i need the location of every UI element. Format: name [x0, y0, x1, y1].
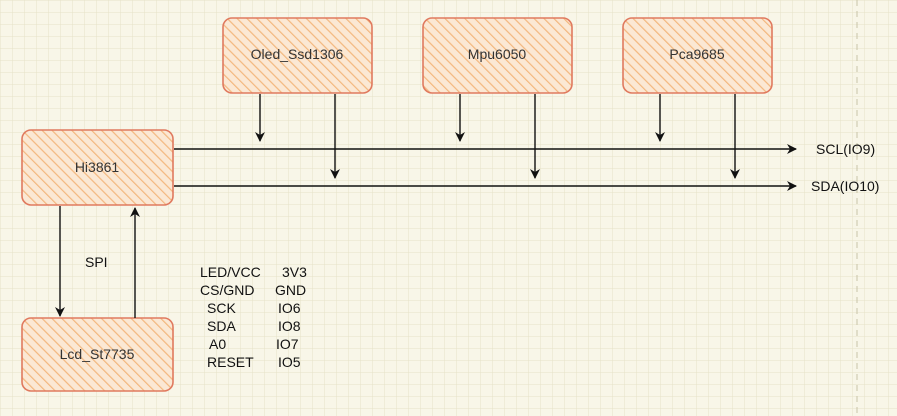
node-lcd-label: Lcd_St7735 — [60, 346, 135, 362]
pin-value: 3V3 — [282, 264, 307, 280]
pin-name: SDA — [207, 318, 236, 334]
scl-bus-label: SCL(IO9) — [816, 141, 875, 157]
pin-value: IO6 — [278, 300, 301, 316]
pin-name: SCK — [207, 300, 236, 316]
node-hi-label: Hi3861 — [75, 159, 120, 175]
node-hi[interactable]: Hi3861 — [21, 129, 174, 206]
pin-name: RESET — [207, 354, 254, 370]
node-mpu[interactable]: Mpu6050 — [422, 17, 573, 94]
pin-value: IO7 — [276, 336, 299, 352]
node-pca-label: Pca9685 — [669, 46, 724, 62]
sda-bus-label: SDA(IO10) — [811, 178, 879, 194]
pin-table: LED/VCC 3V3 CS/GND GND SCK IO6 SDA IO8 A… — [200, 264, 307, 370]
pin-value: GND — [275, 282, 306, 298]
node-oled-label: Oled_Ssd1306 — [251, 46, 344, 62]
pin-name: LED/VCC — [200, 264, 261, 280]
pin-value: IO5 — [278, 354, 301, 370]
pin-name: A0 — [209, 336, 226, 352]
pin-value: IO8 — [278, 318, 301, 334]
pin-name: CS/GND — [200, 282, 254, 298]
node-lcd[interactable]: Lcd_St7735 — [21, 317, 174, 392]
spi-label: SPI — [85, 254, 108, 270]
node-oled[interactable]: Oled_Ssd1306 — [222, 17, 373, 94]
node-mpu-label: Mpu6050 — [468, 46, 527, 62]
node-pca[interactable]: Pca9685 — [622, 17, 773, 94]
